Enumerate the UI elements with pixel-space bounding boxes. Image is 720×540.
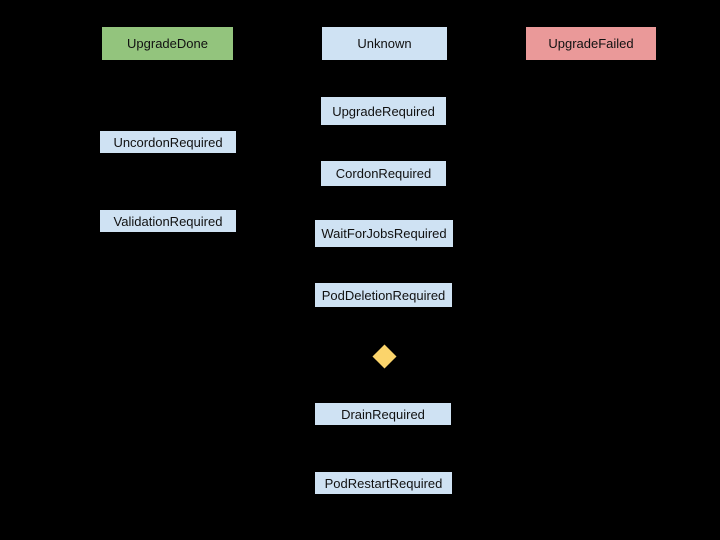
state-unknown: Unknown [322,27,447,60]
state-upgrade-failed: UpgradeFailed [526,27,656,60]
state-pod-restart-required: PodRestartRequired [315,472,452,494]
state-cordon-required: CordonRequired [321,161,446,186]
state-upgrade-required: UpgradeRequired [321,97,446,125]
decision-diamond-icon [371,343,397,369]
state-drain-required: DrainRequired [315,403,451,425]
state-uncordon-required: UncordonRequired [100,131,236,153]
state-wait-for-jobs-required: WaitForJobsRequired [315,220,453,247]
state-validation-required: ValidationRequired [100,210,236,232]
state-upgrade-done: UpgradeDone [102,27,233,60]
state-pod-deletion-required: PodDeletionRequired [315,283,452,307]
